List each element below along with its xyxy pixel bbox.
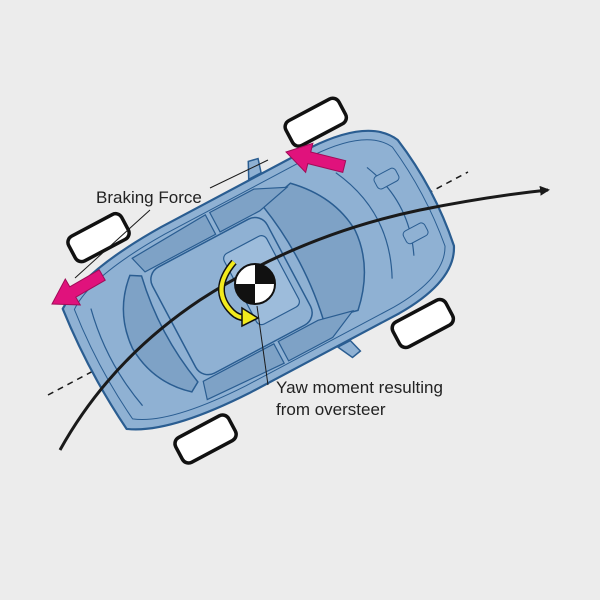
- tire-front-right: [390, 297, 456, 350]
- yaw-moment-label: Yaw moment resulting from oversteer: [276, 377, 496, 421]
- trajectory-arrow: [58, 185, 550, 451]
- braking-arrow-rear: [51, 269, 106, 306]
- center-of-gravity-icon: [234, 263, 276, 305]
- rotation-arrow-icon: [218, 259, 260, 328]
- rear-window: [122, 274, 199, 393]
- braking-arrow-front: [285, 142, 347, 174]
- braking-leader-front: [209, 159, 269, 189]
- yaw-label-line1: Yaw moment resulting: [276, 378, 443, 397]
- window-rear-left: [131, 214, 217, 273]
- tire-front-left: [283, 96, 349, 148]
- windshield: [262, 182, 366, 321]
- window-front-right: [277, 309, 355, 362]
- yaw-leader: [256, 305, 269, 386]
- yaw-label-line2: from oversteer: [276, 400, 386, 419]
- window-front-left: [208, 186, 289, 233]
- braking-leader-rear: [74, 209, 151, 279]
- tire-rear-right: [173, 413, 238, 465]
- braking-force-label: Braking Force: [96, 188, 202, 207]
